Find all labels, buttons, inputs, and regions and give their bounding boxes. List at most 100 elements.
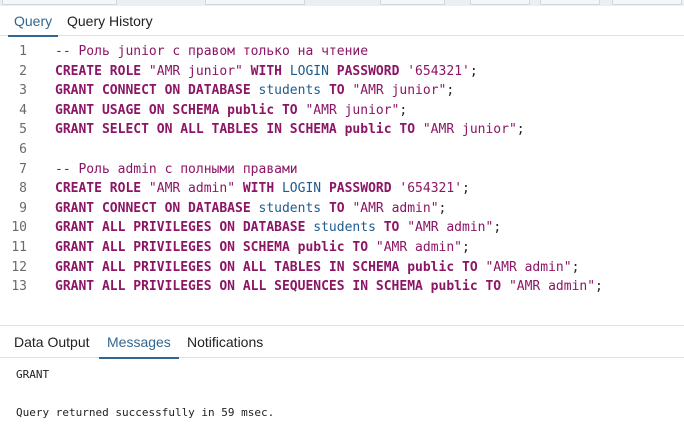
code-token: GRANT ALL PRIVILEGES ON DATABASE [55, 220, 306, 236]
code-line[interactable]: 9 GRANT CONNECT ON DATABASE students TO "… [0, 199, 684, 219]
code-token: "AMR junior" [305, 102, 400, 118]
output-tab-bar: Data Output Messages Notifications [0, 326, 684, 359]
line-number: 8 [19, 181, 27, 197]
messages-panel: GRANT Query returned successfully in 59 … [0, 359, 684, 433]
code-token: WITH [250, 63, 282, 79]
line-number: 10 [11, 220, 27, 236]
code-text[interactable]: GRANT USAGE ON SCHEMA public TO "AMR jun… [55, 101, 407, 121]
top-tab-stub [470, 0, 530, 5]
code-token: LOGIN [281, 181, 322, 197]
top-tab-stub [205, 0, 305, 5]
code-token: ; [516, 122, 525, 138]
code-token: ; [571, 259, 580, 275]
top-tab-stub [2, 0, 117, 5]
code-token: -- Роль junior с правом только на чтение [55, 44, 369, 59]
code-token: "AMR admin" [485, 259, 572, 275]
code-token: CREATE ROLE [55, 181, 142, 197]
panel-divider[interactable] [0, 325, 684, 326]
code-token: "AMR junior" [148, 63, 243, 79]
code-token: CREATE ROLE [55, 63, 142, 79]
line-number: 4 [19, 102, 27, 118]
code-token: "AMR junior" [422, 122, 517, 138]
line-number: 5 [19, 122, 27, 138]
code-token: ; [446, 83, 455, 99]
code-token: GRANT SELECT ON ALL TABLES IN SCHEMA pub… [55, 122, 416, 138]
code-text[interactable]: GRANT ALL PRIVILEGES ON DATABASE student… [55, 218, 501, 238]
code-token: -- Роль admin с полными правами [55, 161, 298, 177]
code-text[interactable]: GRANT ALL PRIVILEGES ON SCHEMA public TO… [55, 238, 470, 258]
code-token: TO [328, 83, 345, 99]
sql-editor[interactable]: 1 -- Роль junior с правом только на чтени… [0, 37, 684, 325]
code-line[interactable]: 4 GRANT USAGE ON SCHEMA public TO "AMR ju… [0, 101, 684, 121]
code-token [501, 279, 509, 294]
code-token: '654321' [399, 181, 463, 197]
code-text[interactable]: GRANT CONNECT ON DATABASE students TO "A… [55, 199, 446, 219]
code-line[interactable]: 6 [0, 140, 684, 160]
code-token: "AMR admin" [407, 220, 494, 236]
code-token [282, 64, 290, 79]
code-text[interactable]: GRANT ALL PRIVILEGES ON ALL SEQUENCES IN… [55, 277, 603, 297]
code-line[interactable]: 2 CREATE ROLE "AMR junior" WITH LOGIN PAS… [0, 62, 684, 82]
code-token: PASSWORD [328, 181, 392, 197]
line-number: 6 [19, 141, 27, 157]
code-token [243, 64, 251, 79]
code-token [368, 240, 376, 255]
code-token: ; [462, 181, 470, 197]
code-text[interactable]: -- Роль admin с полными правами [55, 160, 298, 180]
code-line[interactable]: 12 GRANT ALL PRIVILEGES ON ALL TABLES IN … [0, 258, 684, 278]
code-token: PASSWORD [336, 63, 400, 79]
code-token: "AMR admin" [352, 200, 439, 216]
tab-query[interactable]: Query [7, 6, 59, 37]
code-token: "AMR admin" [508, 279, 596, 295]
line-number: 9 [19, 200, 27, 216]
code-line[interactable]: 7-- Роль admin с полными правами [0, 160, 684, 180]
code-token: ; [469, 63, 478, 79]
code-token [321, 201, 329, 216]
code-text[interactable]: GRANT SELECT ON ALL TABLES IN SCHEMA pub… [55, 120, 525, 140]
line-number: 1 [19, 44, 27, 59]
code-token: GRANT CONNECT ON DATABASE [55, 200, 251, 216]
code-token [321, 83, 329, 98]
message-grant: GRANT [16, 368, 50, 381]
message-query-result: Query returned successfully in 59 msec. [16, 406, 275, 419]
code-text[interactable]: GRANT ALL PRIVILEGES ON ALL TABLES IN SC… [55, 258, 579, 278]
code-text[interactable]: CREATE ROLE "AMR admin" WITH LOGIN PASSW… [55, 179, 470, 199]
code-token: students [258, 200, 322, 216]
code-line[interactable]: 10 GRANT ALL PRIVILEGES ON DATABASE stude… [0, 218, 684, 238]
tab-messages[interactable]: Messages [99, 326, 179, 359]
code-line[interactable]: 1 -- Роль junior с правом только на чтени… [0, 42, 684, 62]
code-token [251, 201, 259, 216]
tab-notifications[interactable]: Notifications [187, 334, 264, 350]
line-number-gutter [0, 37, 42, 325]
code-token: ; [399, 102, 408, 118]
code-token: LOGIN [289, 63, 329, 79]
line-number: 12 [11, 259, 27, 275]
code-token: ; [595, 279, 603, 295]
code-line[interactable]: 5 GRANT SELECT ON ALL TABLES IN SCHEMA pu… [0, 120, 684, 140]
code-token: "AMR junior" [352, 83, 447, 99]
tab-data-output[interactable]: Data Output [14, 334, 90, 350]
code-token: GRANT ALL PRIVILEGES ON ALL TABLES IN SC… [55, 259, 478, 275]
code-token: ; [438, 200, 447, 216]
code-token: '654321' [407, 63, 470, 79]
code-token [415, 122, 423, 137]
code-lines[interactable]: 1 -- Роль junior с правом только на чтени… [0, 42, 684, 297]
code-text[interactable]: -- Роль junior с правом только на чтение [55, 42, 368, 62]
code-token: TO [328, 200, 345, 216]
top-tab-stub [540, 0, 600, 5]
code-line[interactable]: 8 CREATE ROLE "AMR admin" WITH LOGIN PASS… [0, 179, 684, 199]
code-token: students [258, 83, 322, 99]
code-token: students [313, 220, 376, 236]
code-token [141, 181, 149, 196]
code-token [251, 83, 259, 98]
tab-query-history[interactable]: Query History [67, 13, 153, 29]
line-number: 2 [19, 63, 27, 79]
code-token [235, 181, 243, 196]
code-token: "AMR admin" [148, 181, 236, 197]
window-top-strip [0, 0, 684, 6]
code-text[interactable]: CREATE ROLE "AMR junior" WITH LOGIN PASS… [55, 62, 478, 82]
code-text[interactable]: GRANT CONNECT ON DATABASE students TO "A… [55, 81, 454, 101]
